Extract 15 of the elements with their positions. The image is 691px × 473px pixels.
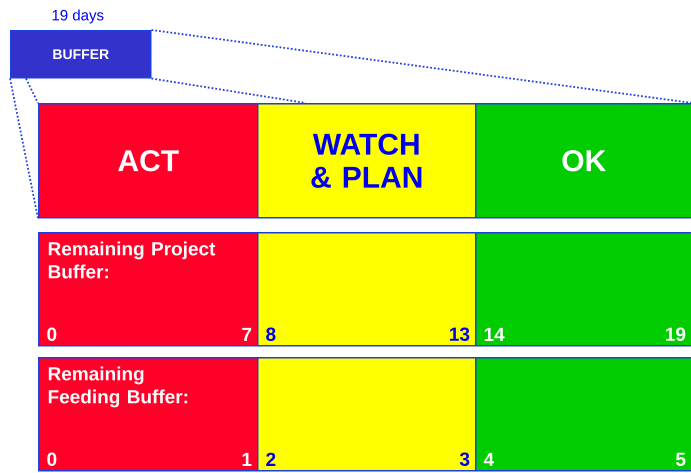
zone-cell: Remaining Project Buffer: 0 7 (38, 232, 258, 346)
zoom-line (151, 78, 306, 104)
zone-cell: 4 5 (475, 357, 691, 472)
zoom-line (151, 29, 691, 104)
zoom-line (25, 78, 39, 104)
zone-box: ACT (38, 103, 258, 218)
zone-cell: 8 13 (257, 232, 476, 346)
zone-cell: 2 3 (257, 357, 476, 472)
zone-cell: Remaining Feeding Buffer: 0 1 (38, 357, 258, 472)
zone-box: WATCH & PLAN (257, 103, 476, 218)
zoom-line (9, 78, 39, 219)
zone-box: OK (475, 103, 691, 218)
duration-label: 19 days (52, 9, 104, 24)
buffer-box: BUFFER (10, 30, 152, 78)
zone-cell: 14 19 (475, 232, 691, 346)
